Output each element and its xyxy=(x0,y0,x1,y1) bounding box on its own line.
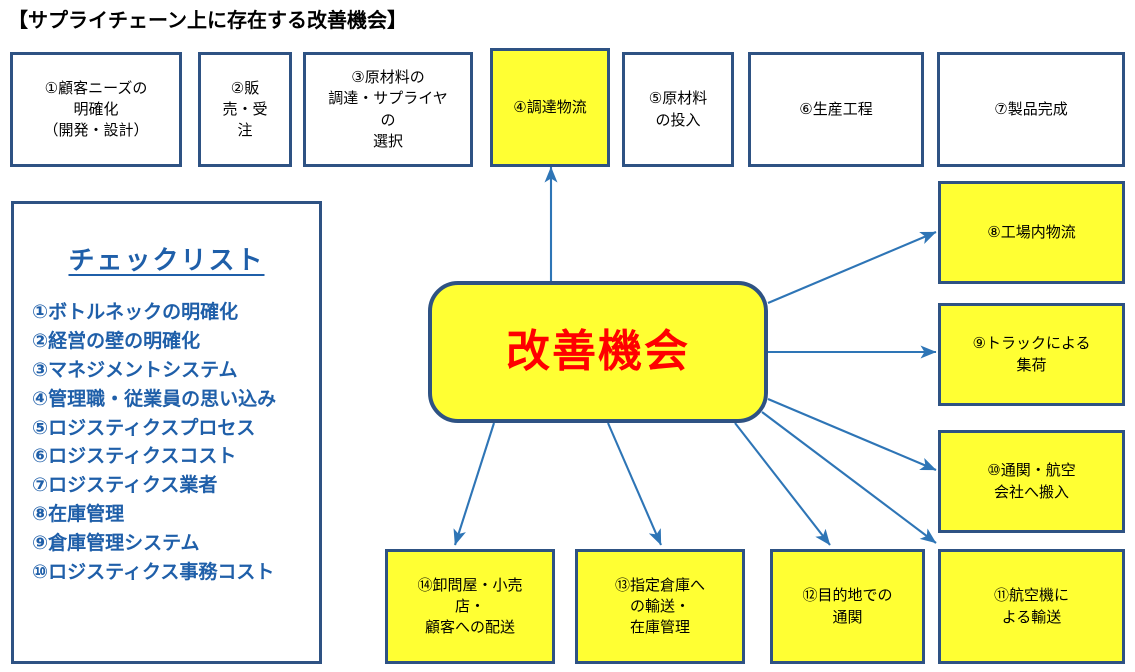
process-box-9[interactable]: ⑨トラックによる 集荷 xyxy=(938,303,1125,406)
checklist-item[interactable]: ⑧在庫管理 xyxy=(32,504,125,526)
checklist-item[interactable]: ③マネジメントシステム xyxy=(32,359,238,381)
process-box-10[interactable]: ⑩通関・航空 会社へ搬入 xyxy=(938,430,1125,533)
checklist-item[interactable]: ⑨倉庫管理システム xyxy=(32,533,200,554)
process-box-6-label: ⑥生産工程 xyxy=(799,100,873,118)
process-box-6[interactable]: ⑥生産工程 xyxy=(748,52,924,167)
process-box-10-label: ⑩通関・航空 会社へ搬入 xyxy=(987,462,1076,501)
checklist-item[interactable]: ⑥ロジスティクスコスト xyxy=(32,446,237,468)
arrow-center-to-box-10 xyxy=(767,398,937,471)
process-box-5[interactable]: ⑤原材料 の投入 xyxy=(622,52,734,167)
process-box-14[interactable]: ⑭卸問屋・小売 店・ 顧客への配送 xyxy=(385,549,555,664)
checklist-heading: チェックリスト xyxy=(68,245,265,275)
checklist-item[interactable]: ①ボトルネックの明確化 xyxy=(32,302,239,323)
checklist-item[interactable]: ⑩ロジスティクス事務コスト xyxy=(32,561,275,583)
process-box-4[interactable]: ④調達物流 xyxy=(490,48,610,167)
process-box-8[interactable]: ⑧工場内物流 xyxy=(938,181,1125,284)
checklist-items-list: ①ボトルネックの明確化 ②経営の壁の明確化 ③マネジメントシステム ④管理職・従… xyxy=(24,299,309,588)
process-box-12[interactable]: ⑫目的地での 通関 xyxy=(770,549,925,664)
process-box-4-label: ④調達物流 xyxy=(513,98,587,116)
arrow-center-to-box-12 xyxy=(734,422,831,546)
process-box-1[interactable]: ①顧客ニーズの 明確化 （開発・設計） xyxy=(10,52,182,167)
process-box-3[interactable]: ③原材料の 調達・サプライヤ の 選択 xyxy=(303,52,473,167)
process-box-2[interactable]: ②販 売・受 注 xyxy=(198,52,292,167)
process-box-2-label: ②販 売・受 注 xyxy=(222,79,268,140)
checklist-item[interactable]: ②経営の壁の明確化 xyxy=(32,330,201,352)
process-box-7-label: ⑦製品完成 xyxy=(994,100,1068,118)
process-box-3-label: ③原材料の 調達・サプライヤ の 選択 xyxy=(328,68,448,150)
process-box-13[interactable]: ⑬指定倉庫へ の輸送・ 在庫管理 xyxy=(575,549,745,664)
process-box-13-label: ⑬指定倉庫へ の輸送・ 在庫管理 xyxy=(614,576,705,637)
process-box-14-label: ⑭卸問屋・小売 店・ 顧客への配送 xyxy=(417,576,523,637)
arrow-center-to-box-11 xyxy=(761,411,937,544)
checklist-item[interactable]: ⑦ロジスティクス業者 xyxy=(32,475,218,497)
process-box-7[interactable]: ⑦製品完成 xyxy=(937,52,1125,167)
arrow-center-to-box-14 xyxy=(453,422,496,546)
checklist-item[interactable]: ⑤ロジスティクスプロセス xyxy=(32,417,256,439)
arrow-center-to-box-13 xyxy=(607,422,662,546)
process-box-1-label: ①顧客ニーズの 明確化 （開発・設計） xyxy=(43,79,149,140)
checklist-item[interactable]: ④管理職・従業員の思い込み xyxy=(32,388,277,410)
center-node-improvement-opportunity[interactable]: 改善機会 xyxy=(428,281,768,423)
page-title: 【サプライチェーン上に存在する改善機会】 xyxy=(8,10,407,32)
process-box-9-label: ⑨トラックによる 集荷 xyxy=(972,335,1091,374)
process-box-11[interactable]: ⑪航空機に よる輸送 xyxy=(938,549,1125,664)
process-box-5-label: ⑤原材料 の投入 xyxy=(648,90,708,129)
process-box-12-label: ⑫目的地での 通関 xyxy=(802,587,893,626)
center-node-label: 改善機会 xyxy=(506,327,690,376)
checklist-panel: チェックリスト ①ボトルネックの明確化 ②経営の壁の明確化 ③マネジメントシステ… xyxy=(11,201,322,664)
arrow-center-to-box-8 xyxy=(767,231,937,304)
process-box-8-label: ⑧工場内物流 xyxy=(987,223,1076,241)
process-box-11-label: ⑪航空機に よる輸送 xyxy=(993,587,1069,626)
